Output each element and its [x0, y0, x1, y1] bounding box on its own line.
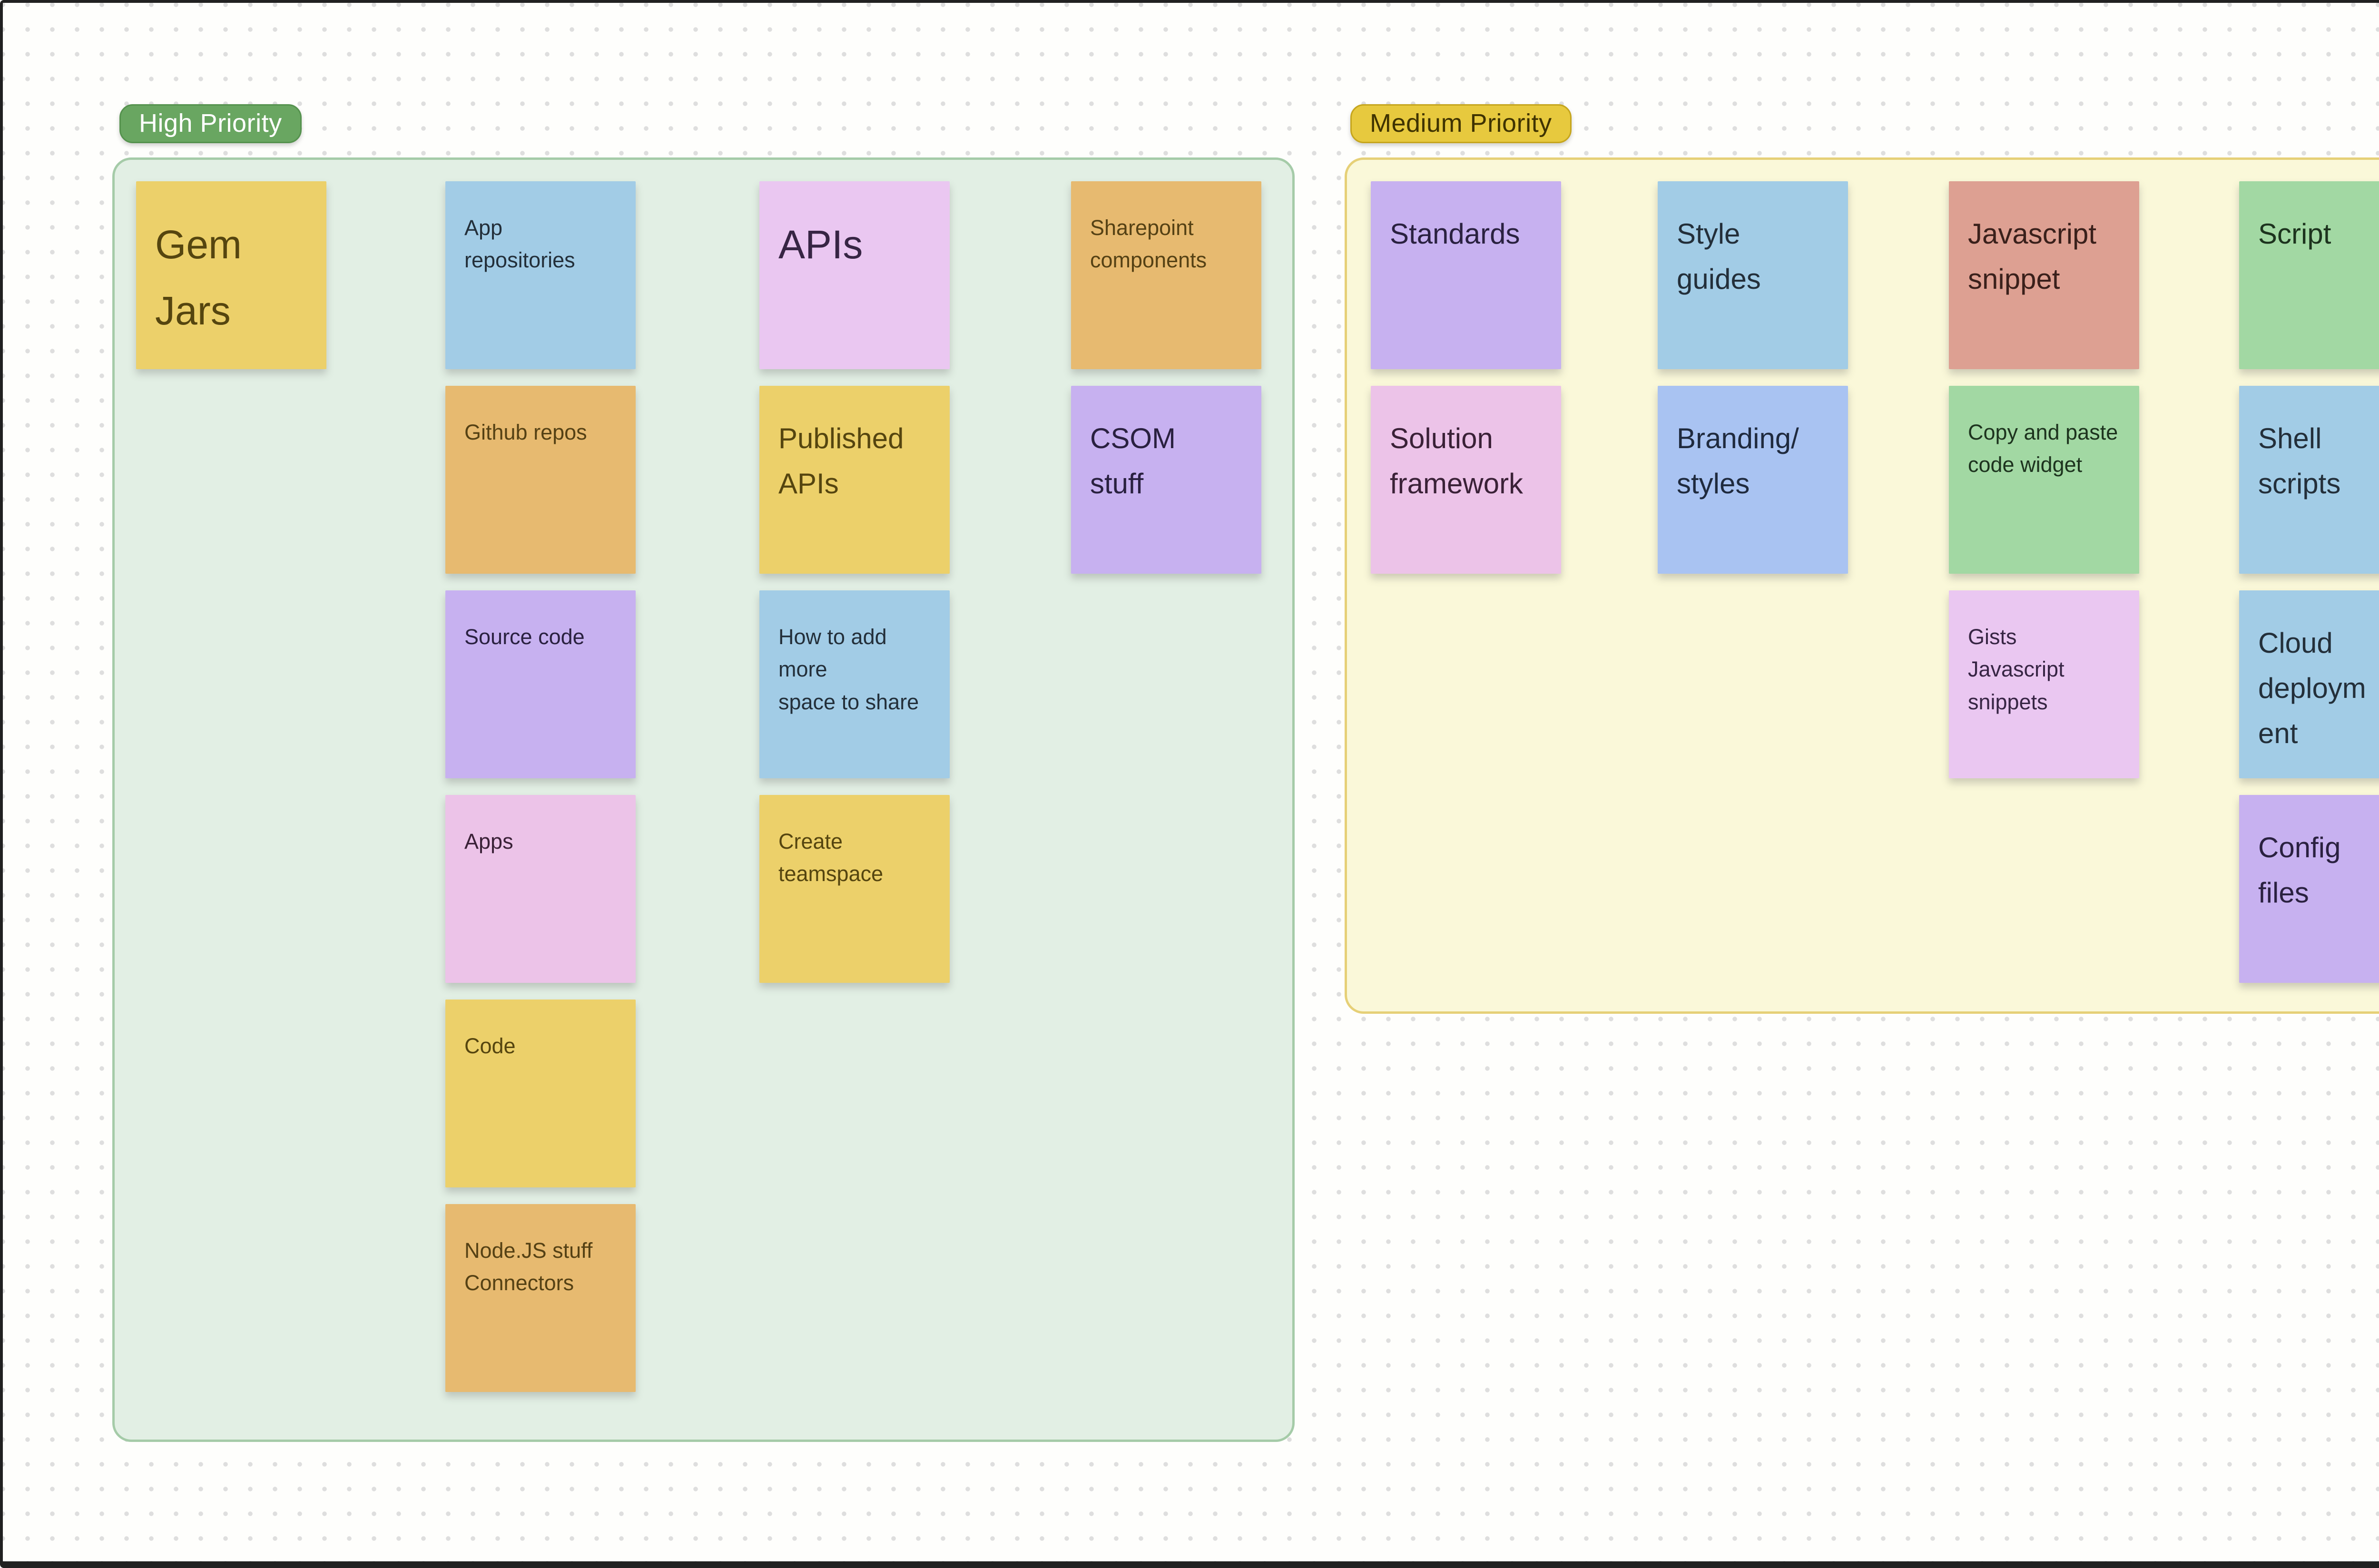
- sticky-note[interactable]: Apps: [445, 795, 636, 983]
- section-label-medium[interactable]: Medium Priority: [1350, 104, 1572, 143]
- sticky-note-text: Published APIs: [778, 422, 904, 500]
- sticky-note-text: Apps: [464, 829, 513, 853]
- sticky-note-text: Create teamspace: [778, 829, 884, 886]
- sticky-note-text: Standards: [1390, 218, 1520, 250]
- sticky-note[interactable]: Script: [2239, 181, 2379, 369]
- sticky-note[interactable]: Copy and paste code widget: [1949, 386, 2139, 574]
- sticky-note-text: Github repos: [464, 420, 587, 444]
- sticky-note-text: Config files: [2258, 832, 2341, 909]
- sticky-note-text: App repositories: [464, 216, 575, 273]
- sticky-note[interactable]: Branding/ styles: [1658, 386, 1848, 574]
- sticky-note-text: Javascript snippet: [1968, 218, 2097, 295]
- sticky-note[interactable]: Standards: [1371, 181, 1561, 369]
- sticky-note[interactable]: Style guides: [1658, 181, 1848, 369]
- sticky-note[interactable]: App repositories: [445, 181, 636, 369]
- sticky-note-text: APIs: [778, 222, 863, 267]
- sticky-note-text: Sharepoint components: [1090, 216, 1207, 273]
- sticky-note-text: Gem Jars: [155, 222, 242, 333]
- sticky-note-text: How to add more space to share: [778, 625, 919, 714]
- sticky-note-text: Copy and paste code widget: [1968, 420, 2118, 477]
- sticky-note[interactable]: Node.JS stuff Connectors: [445, 1204, 636, 1392]
- sticky-note[interactable]: How to add more space to share: [759, 590, 950, 778]
- sticky-note[interactable]: Published APIs: [759, 386, 950, 574]
- sticky-note-text: Style guides: [1677, 218, 1761, 295]
- sticky-note[interactable]: Code: [445, 1000, 636, 1187]
- section-label-high[interactable]: High Priority: [119, 104, 302, 143]
- sticky-note-text: Branding/ styles: [1677, 422, 1799, 500]
- section-medium-priority[interactable]: [1345, 157, 2379, 1014]
- sticky-note[interactable]: Github repos: [445, 386, 636, 574]
- sticky-note-text: Code: [464, 1034, 516, 1058]
- sticky-note[interactable]: Gem Jars: [136, 181, 326, 369]
- sticky-note[interactable]: Javascript snippet: [1949, 181, 2139, 369]
- sticky-note-text: CSOM stuff: [1090, 422, 1176, 500]
- sticky-note-text: Gists Javascript snippets: [1968, 625, 2064, 714]
- section-high-priority[interactable]: [112, 157, 1295, 1442]
- sticky-note[interactable]: Create teamspace: [759, 795, 950, 983]
- sticky-note[interactable]: Sharepoint components: [1071, 181, 1261, 369]
- sticky-note-text: Script: [2258, 218, 2331, 250]
- sticky-note-text: Node.JS stuff Connectors: [464, 1238, 593, 1295]
- sticky-note[interactable]: Shell scripts: [2239, 386, 2379, 574]
- sticky-note-text: Shell scripts: [2258, 422, 2341, 500]
- sticky-note[interactable]: Config files: [2239, 795, 2379, 983]
- sticky-note-text: Cloud deploym ent: [2258, 627, 2366, 749]
- sticky-note-text: Solution framework: [1390, 422, 1524, 500]
- sticky-note[interactable]: Cloud deploym ent: [2239, 590, 2379, 778]
- sticky-note[interactable]: CSOM stuff: [1071, 386, 1261, 574]
- sticky-note[interactable]: APIs: [759, 181, 950, 369]
- sticky-note[interactable]: Source code: [445, 590, 636, 778]
- sticky-note-text: Source code: [464, 625, 585, 649]
- sticky-note[interactable]: Solution framework: [1371, 386, 1561, 574]
- sticky-note[interactable]: Gists Javascript snippets: [1949, 590, 2139, 778]
